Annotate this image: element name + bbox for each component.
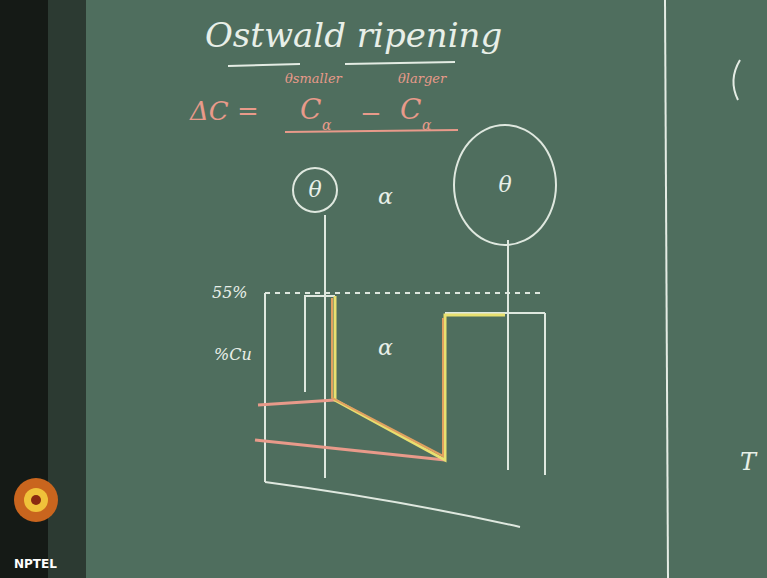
partial-bracket <box>733 60 740 100</box>
particle-circle: θ <box>453 124 557 246</box>
board-title: Ostwald ripening <box>205 18 502 52</box>
logo-mark <box>24 488 48 512</box>
equation-underline <box>285 130 458 132</box>
phase-label: α <box>378 186 393 208</box>
equation-symbol: C <box>400 96 421 124</box>
subscript: α <box>322 118 331 132</box>
equation-text: ΔC = <box>190 98 259 124</box>
equation-symbol: C <box>300 96 321 124</box>
phase-label: α <box>378 337 393 359</box>
equation-symbol: − <box>360 100 382 126</box>
concentration-profile <box>265 215 545 527</box>
superscript: θlarger <box>398 72 446 85</box>
phase-symbol: θ <box>498 174 511 196</box>
logo-text: NPTEL <box>14 558 57 570</box>
particle-circle: θ <box>292 167 338 213</box>
divider-line <box>665 0 668 578</box>
phase-symbol: θ <box>308 179 321 201</box>
profile-line <box>335 296 505 460</box>
partial-text: T <box>740 450 756 474</box>
logo-mark <box>14 478 58 522</box>
level-line <box>258 400 335 405</box>
logo-mark <box>31 495 41 505</box>
superscript: θsmaller <box>285 72 342 85</box>
profile-line <box>332 298 443 456</box>
axis-label: %Cu <box>214 347 252 363</box>
subscript: α <box>422 118 431 132</box>
title-underline <box>345 62 455 64</box>
axis-label: 55% <box>212 285 248 301</box>
title-underline <box>228 64 300 66</box>
